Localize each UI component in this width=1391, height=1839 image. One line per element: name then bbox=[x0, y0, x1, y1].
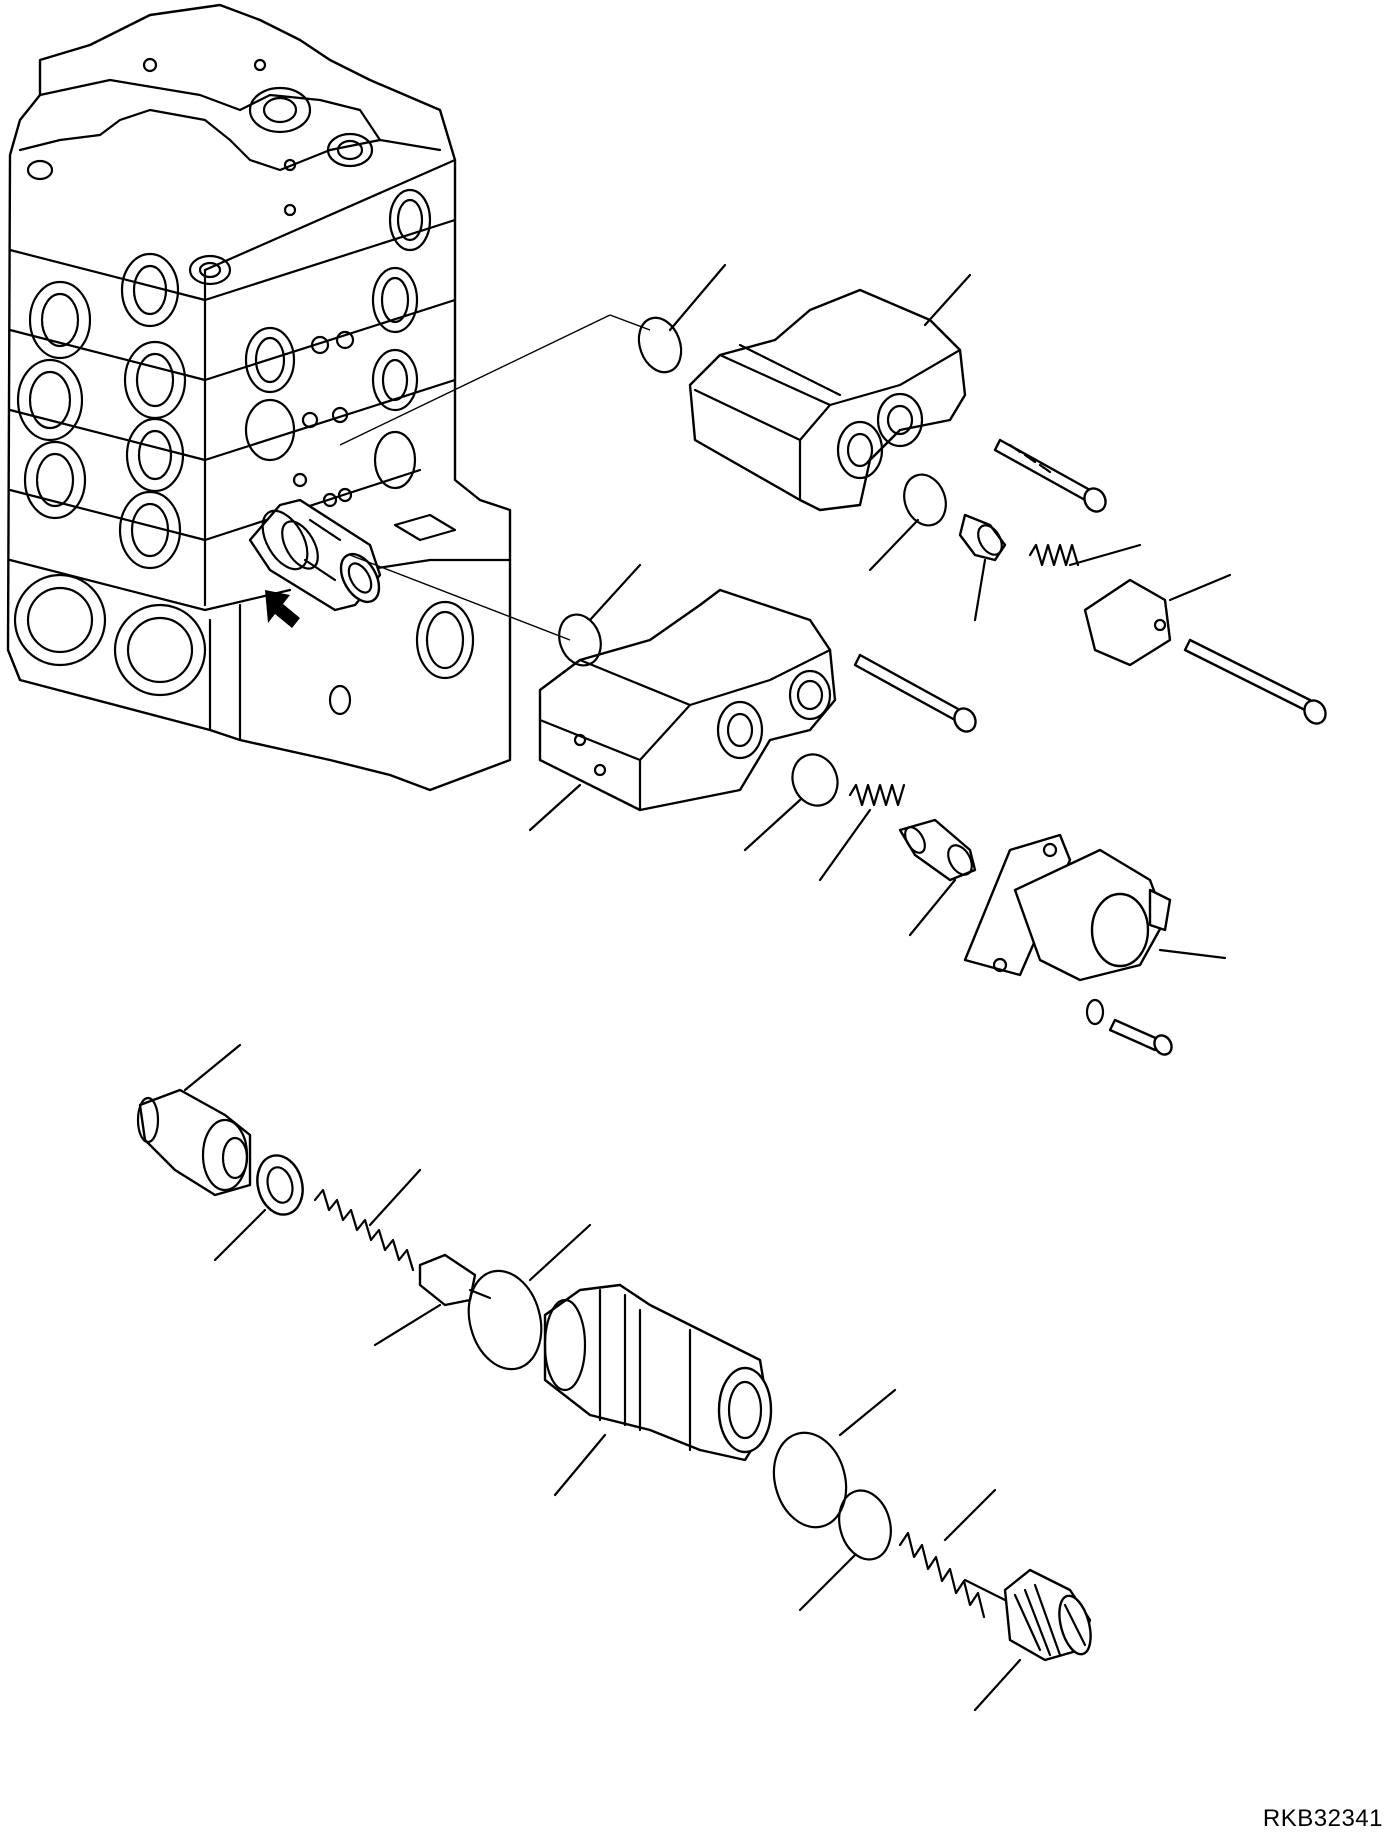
valve-spool-end bbox=[248, 498, 382, 612]
bolt-upper bbox=[993, 438, 1107, 513]
o-ring-lower-2 bbox=[772, 1431, 848, 1529]
washer-solenoid bbox=[1085, 998, 1105, 1026]
o-ring-small-middle bbox=[791, 753, 839, 807]
o-ring-lower-3 bbox=[838, 1489, 892, 1561]
relief-valve-body bbox=[543, 1283, 773, 1462]
spring-lower-2 bbox=[898, 1531, 986, 1619]
arrow-icon bbox=[265, 590, 300, 628]
bolt-solenoid bbox=[1108, 1018, 1173, 1056]
control-valve-body bbox=[6, 3, 512, 792]
solenoid-assembly bbox=[963, 833, 1172, 982]
bolt-cover-upper bbox=[1183, 638, 1327, 725]
o-ring-lower-1 bbox=[467, 1269, 543, 1371]
spring-lower-1 bbox=[313, 1188, 415, 1272]
o-ring-middle bbox=[558, 613, 602, 667]
bolt-middle bbox=[853, 653, 977, 733]
middle-valve-block bbox=[538, 588, 837, 812]
o-ring-small-upper bbox=[903, 473, 947, 527]
cover-plate-upper bbox=[1083, 578, 1172, 667]
adjusting-screw bbox=[963, 1568, 1092, 1662]
drawing-code-label: RKB32341 bbox=[1262, 1805, 1383, 1832]
o-ring-upper bbox=[637, 316, 683, 374]
plunger-middle bbox=[898, 818, 977, 882]
plunger-upper bbox=[958, 513, 1007, 562]
valve-seat bbox=[136, 1088, 252, 1197]
spring-middle bbox=[848, 783, 906, 807]
upper-valve-block bbox=[688, 288, 967, 512]
washer-lower bbox=[256, 1154, 304, 1216]
spring-upper bbox=[1028, 543, 1080, 567]
